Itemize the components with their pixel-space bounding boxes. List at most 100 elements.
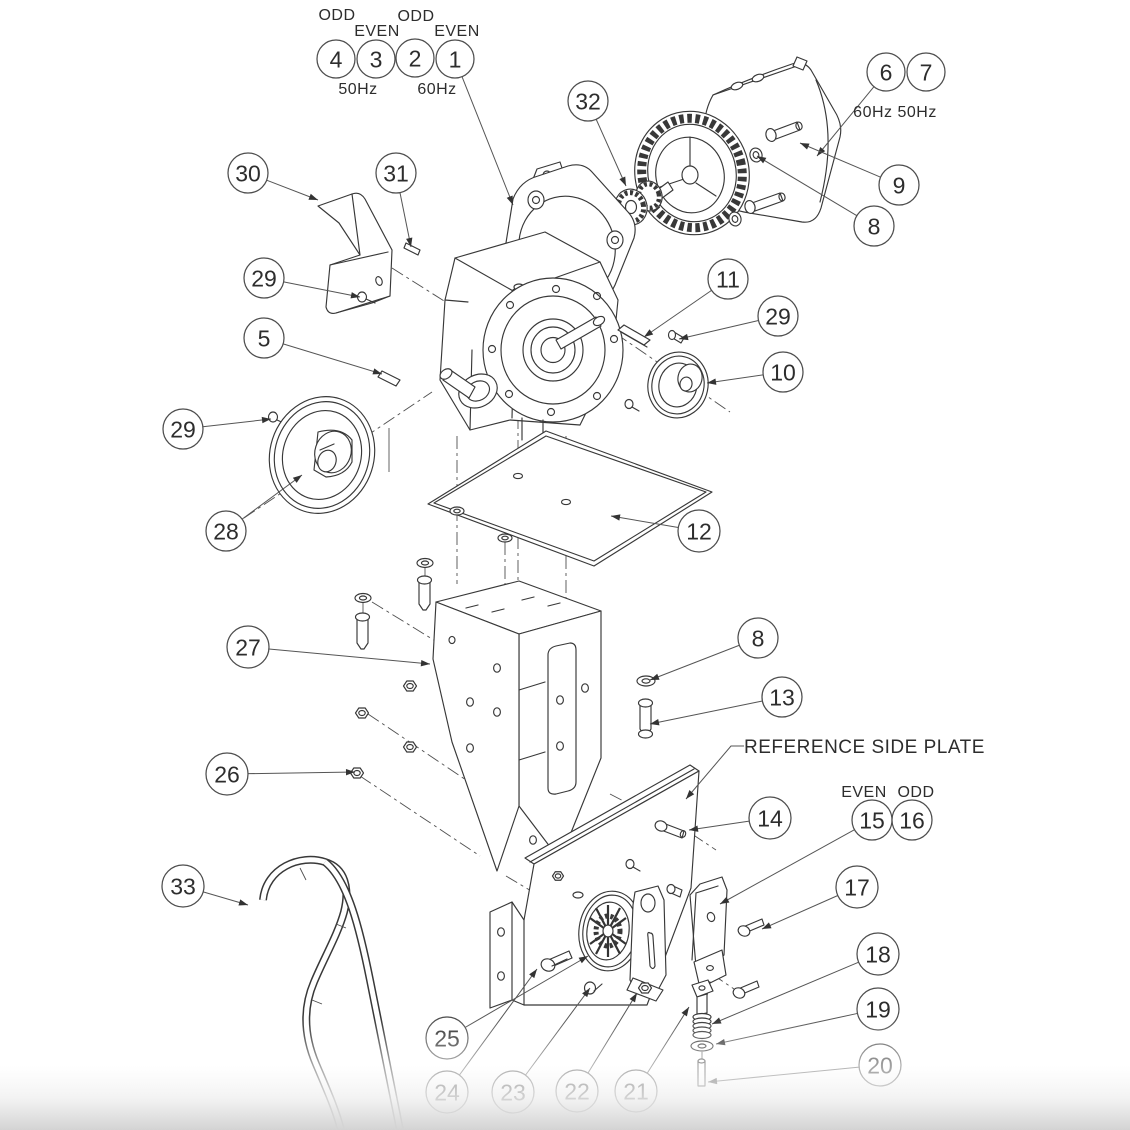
callout-12-number: 12 bbox=[686, 518, 712, 544]
callout-5-number: 5 bbox=[258, 325, 271, 351]
reference-note-leader bbox=[686, 746, 744, 799]
label-even-1: EVEN bbox=[354, 23, 400, 40]
callout-30-leader bbox=[267, 180, 318, 200]
callout-25-leader bbox=[465, 956, 588, 1027]
callout-30-number: 30 bbox=[235, 160, 261, 186]
label-odd-2: ODD bbox=[397, 8, 434, 25]
callout-29b: 29 bbox=[163, 409, 203, 449]
callout-2-number: 2 bbox=[409, 45, 422, 71]
callout-15-number: 15 bbox=[859, 807, 885, 833]
callout-32-number: 32 bbox=[575, 88, 601, 114]
bottom-fade-shade bbox=[0, 1018, 1130, 1130]
callout-15: 15 bbox=[852, 800, 892, 840]
callout-26-number: 26 bbox=[214, 761, 240, 787]
motor-drawing bbox=[622, 57, 841, 247]
label-odd-tensioner: ODD bbox=[897, 784, 934, 801]
callout-10-number: 10 bbox=[770, 359, 796, 385]
mounting-plate-drawing bbox=[428, 431, 712, 566]
callout-3: 3 bbox=[357, 40, 395, 78]
callout-9-number: 9 bbox=[893, 172, 906, 198]
callout-29b-leader bbox=[203, 416, 271, 427]
small-pulley-drawing bbox=[618, 325, 714, 424]
callout-11-number: 11 bbox=[716, 266, 740, 292]
label-reference-note: REFERENCE SIDE PLATE bbox=[744, 737, 985, 758]
callout-14-leader bbox=[689, 821, 749, 832]
callout-7-number: 7 bbox=[920, 59, 933, 85]
tensioner-assembly-drawing bbox=[539, 877, 764, 1086]
callout-8a-number: 8 bbox=[868, 213, 881, 239]
callout-17-number: 17 bbox=[844, 874, 870, 900]
callout-26: 26 bbox=[206, 753, 248, 795]
roll-pin-31 bbox=[404, 243, 420, 255]
callout-17: 17 bbox=[836, 866, 878, 908]
callout-12: 12 bbox=[678, 510, 720, 552]
callout-7: 7 bbox=[907, 53, 945, 91]
callout-4: 4 bbox=[317, 40, 355, 78]
callout-8b: 8 bbox=[738, 618, 778, 658]
callout-28-number: 28 bbox=[213, 518, 239, 544]
callout-29c-leader bbox=[679, 321, 759, 341]
callout-16-number: 16 bbox=[899, 807, 925, 833]
callout-9-leader bbox=[800, 143, 881, 177]
callout-10: 10 bbox=[763, 352, 803, 392]
callout-29a-leader bbox=[284, 282, 360, 299]
handle-bracket-drawing bbox=[269, 193, 421, 424]
callout-8a: 8 bbox=[854, 206, 894, 246]
callout-19-number: 19 bbox=[865, 996, 891, 1022]
label-even-2: EVEN bbox=[434, 23, 480, 40]
callout-14-number: 14 bbox=[757, 805, 783, 831]
callout-26-leader bbox=[248, 768, 355, 776]
label-motor-hz: 60Hz 50Hz bbox=[853, 104, 937, 121]
callout-8b-leader bbox=[650, 645, 739, 680]
label-50hz: 50Hz bbox=[338, 81, 377, 98]
callout-16: 16 bbox=[892, 800, 932, 840]
callout-13: 13 bbox=[762, 677, 802, 717]
callout-10-leader bbox=[707, 375, 763, 385]
callout-14: 14 bbox=[749, 797, 791, 839]
callout-12-leader bbox=[611, 514, 678, 527]
callout-3-number: 3 bbox=[370, 46, 383, 72]
label-60hz: 60Hz bbox=[417, 81, 456, 98]
callout-5: 5 bbox=[244, 318, 284, 358]
callout-18-number: 18 bbox=[865, 941, 891, 967]
callout-31-number: 31 bbox=[383, 160, 409, 186]
callout-29c: 29 bbox=[758, 296, 798, 336]
callout-31: 31 bbox=[376, 153, 416, 193]
callout-4-number: 4 bbox=[330, 46, 343, 72]
callout-2: 2 bbox=[396, 39, 434, 77]
callout-9: 9 bbox=[879, 165, 919, 205]
key-5 bbox=[378, 371, 400, 386]
callout-11: 11 bbox=[708, 259, 748, 299]
callout-29a: 29 bbox=[244, 258, 284, 298]
callout-27-number: 27 bbox=[235, 634, 261, 660]
callout-27-leader bbox=[269, 649, 430, 667]
callout-5-leader bbox=[283, 344, 382, 375]
callout-1: 1 bbox=[436, 40, 474, 78]
callout-29a-number: 29 bbox=[251, 265, 277, 291]
callout-31-leader bbox=[400, 193, 413, 247]
callout-13-number: 13 bbox=[769, 684, 795, 710]
callout-13-leader bbox=[650, 701, 762, 726]
motor-bracket-drawing bbox=[433, 581, 601, 871]
gearbox-drawing bbox=[438, 162, 635, 440]
callout-33-leader bbox=[203, 892, 248, 906]
callout-28: 28 bbox=[206, 511, 246, 551]
label-even-tensioner: EVEN bbox=[841, 784, 887, 801]
callout-33-number: 33 bbox=[170, 873, 196, 899]
callout-11-leader bbox=[644, 290, 712, 337]
callout-1-leader bbox=[462, 77, 513, 205]
large-pulley-drawing bbox=[254, 383, 389, 527]
callout-1-number: 1 bbox=[449, 46, 462, 72]
callout-8b-number: 8 bbox=[752, 625, 765, 651]
callout-30: 30 bbox=[228, 153, 268, 193]
callout-18: 18 bbox=[857, 933, 899, 975]
callout-17-leader bbox=[762, 895, 838, 929]
callout-32: 32 bbox=[568, 81, 608, 121]
callout-29c-number: 29 bbox=[765, 303, 791, 329]
callout-6-number: 6 bbox=[880, 59, 893, 85]
callout-32-leader bbox=[596, 119, 626, 186]
